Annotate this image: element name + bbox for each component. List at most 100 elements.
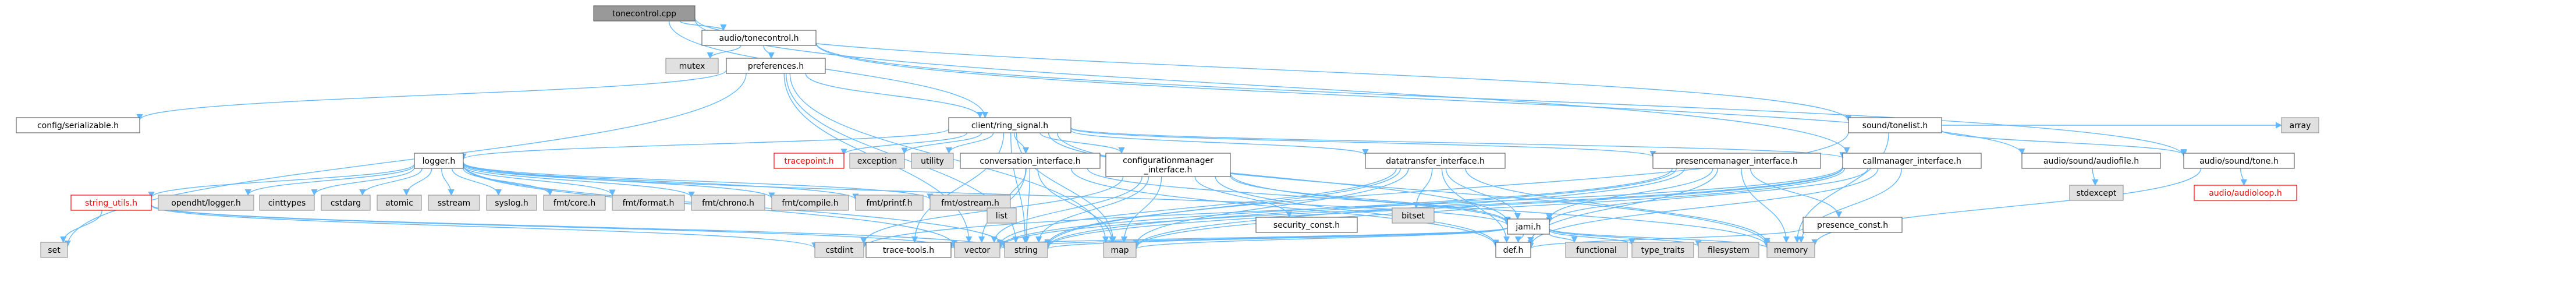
node-string-utils-h[interactable]: string_utils.h [70, 195, 152, 211]
node-conversation-interface-h[interactable]: conversation_interface.h [960, 153, 1101, 169]
node-label-configurationmanager-interface-h: configurationmanager_interface.h [1123, 156, 1214, 175]
node-type-traits: type_traits [1631, 242, 1694, 258]
node-box-memory [1766, 242, 1815, 258]
node-box-logger-h [414, 153, 464, 169]
node-label-audio-tonecontrol-h: audio/tonecontrol.h [719, 34, 799, 43]
node-label-security-const-h: security_const.h [1273, 221, 1340, 230]
node-label-atomic: atomic [385, 199, 413, 208]
node-label-mutex: mutex [679, 62, 705, 71]
node-cstdarg: cstdarg [321, 195, 371, 211]
node-label-tracepoint-h: tracepoint.h [784, 157, 833, 166]
edge-string-utils-h-to-vector [151, 204, 958, 249]
node-label-set: set [48, 246, 61, 255]
node-audio-sound-audiofile-h[interactable]: audio/sound/audiofile.h [2021, 153, 2161, 169]
node-jami-h[interactable]: jami.h [1507, 218, 1550, 235]
edge-presence-const-h-to-def-h [1527, 228, 1804, 249]
edge-client-ring-signal-h-to-presencemanager-interface-h [1070, 128, 1656, 158]
node-fmt-compile-h: fmt/compile.h [771, 195, 849, 211]
node-config-serializable-h[interactable]: config/serializable.h [16, 117, 140, 133]
edge-preferences-h-to-config-serializable-h [136, 69, 727, 121]
node-label-tonecontrol-cpp: tonecontrol.cpp [612, 9, 676, 19]
node-cstdint: cstdint [814, 242, 864, 258]
node-label-string: string [1014, 246, 1038, 255]
node-label-fmt-printf-h: fmt/printf.h [867, 199, 913, 208]
node-box-security-const-h [1255, 217, 1358, 233]
node-tracepoint-h[interactable]: tracepoint.h [773, 153, 845, 169]
node-box-array [2281, 117, 2319, 133]
node-box-audio-sound-audiofile-h [2021, 153, 2161, 169]
node-label-cstdint: cstdint [825, 246, 853, 255]
edge-client-ring-signal-h-to-callmanager-interface-h [1070, 127, 1846, 159]
node-box-presence-const-h [1803, 217, 1903, 233]
node-vector: vector [954, 242, 1000, 258]
node-datatransfer-interface-h[interactable]: datatransfer_interface.h [1365, 153, 1506, 169]
node-bitset: bitset [1392, 207, 1435, 224]
node-audio-sound-tone-h[interactable]: audio/sound/tone.h [2183, 153, 2295, 169]
edge-client-ring-signal-h-to-exception [901, 132, 982, 154]
node-audio-audioloop-h[interactable]: audio/audioloop.h [2194, 185, 2297, 201]
node-box-jami-h [1507, 218, 1550, 235]
edge-client-ring-signal-h-to-logger-h [460, 128, 949, 160]
node-label-stdexcept: stdexcept [2077, 189, 2117, 198]
node-box-vector [954, 242, 1000, 258]
node-box-fmt-printf-h [855, 195, 924, 211]
edge-audio-sound-tone-h-to-audio-audioloop-h [2240, 168, 2247, 186]
node-preferences-h[interactable]: preferences.h [726, 58, 826, 74]
node-memory: memory [1766, 242, 1815, 258]
node-presence-const-h[interactable]: presence_const.h [1803, 217, 1903, 233]
node-trace-tools-h[interactable]: trace-tools.h [865, 242, 952, 258]
node-audio-tonecontrol-h[interactable]: audio/tonecontrol.h [701, 30, 817, 46]
node-label-sound-tonelist-h: sound/tonelist.h [1862, 121, 1928, 130]
edge-audio-sound-audiofile-h-to-stdexcept [2092, 168, 2099, 186]
node-box-audio-tonecontrol-h [701, 30, 817, 46]
edge-jami-h-to-vector [996, 227, 1508, 250]
node-cinttypes: cinttypes [259, 195, 315, 211]
node-security-const-h[interactable]: security_const.h [1255, 217, 1358, 233]
node-label-presencemanager-interface-h: presencemanager_interface.h [1676, 157, 1798, 166]
node-box-tonecontrol-cpp [593, 5, 696, 22]
node-presencemanager-interface-h[interactable]: presencemanager_interface.h [1652, 153, 1821, 169]
node-callmanager-interface-h[interactable]: callmanager_interface.h [1842, 153, 1982, 169]
node-sstream: sstream [428, 195, 480, 211]
node-box-fmt-compile-h [771, 195, 849, 211]
node-string: string [1004, 242, 1048, 258]
node-array: array [2281, 117, 2319, 133]
edge-configurationmanager-interface-h-to-memory [1230, 173, 1770, 248]
node-fmt-chrono-h: fmt/chrono.h [691, 195, 765, 211]
edge-client-ring-signal-h-to-string [1010, 132, 1028, 243]
node-label-callmanager-interface-h: callmanager_interface.h [1862, 157, 1961, 166]
node-label-logger-h: logger.h [423, 157, 456, 166]
node-box-fmt-chrono-h [691, 195, 765, 211]
node-client-ring-signal-h[interactable]: client/ring_signal.h [948, 117, 1071, 133]
node-label-sstream: sstream [438, 199, 470, 208]
node-label-cinttypes: cinttypes [268, 199, 306, 208]
node-functional: functional [1565, 242, 1628, 258]
node-utility: utility [911, 153, 954, 169]
node-label-fmt-chrono-h: fmt/chrono.h [702, 199, 754, 208]
edge-callmanager-interface-h-to-string [1044, 167, 1843, 249]
edge-datatransfer-interface-h-to-memory [1465, 168, 1770, 245]
edge-logger-h-to-fmt-ostream-h [463, 162, 934, 200]
node-def-h[interactable]: def.h [1495, 242, 1531, 258]
node-logger-h[interactable]: logger.h [414, 153, 464, 169]
node-box-type-traits [1631, 242, 1694, 258]
edge-callmanager-interface-h-to-map [1133, 168, 1846, 249]
edge-presencemanager-interface-h-to-memory [1741, 168, 1790, 243]
node-box-set [40, 242, 68, 258]
node-label-trace-tools-h: trace-tools.h [883, 246, 934, 255]
edge-string-utils-h-to-set [60, 210, 102, 243]
node-box-atomic [377, 195, 422, 211]
node-configurationmanager-interface-h[interactable]: configurationmanager_interface.h [1105, 153, 1231, 177]
edge-client-ring-signal-h-to-configurationmanager-interface-h [1039, 132, 1125, 154]
edge-logger-h-to-cinttypes [311, 167, 415, 196]
edge-jami-h-to-functional [1549, 233, 1578, 243]
node-sound-tonelist-h[interactable]: sound/tonelist.h [1848, 117, 1942, 133]
node-mutex: mutex [665, 58, 719, 74]
node-label-type-traits: type_traits [1641, 246, 1685, 255]
node-box-exception [849, 153, 905, 169]
edge-client-ring-signal-h-to-trace-tools-h [911, 132, 1005, 243]
edge-tonecontrol-cpp-to-callmanager-interface-h [694, 19, 1850, 154]
node-box-cstdint [814, 242, 864, 258]
edge-callmanager-interface-h-to-jami-h [1546, 168, 1868, 224]
node-label-fmt-format-h: fmt/format.h [623, 199, 675, 208]
